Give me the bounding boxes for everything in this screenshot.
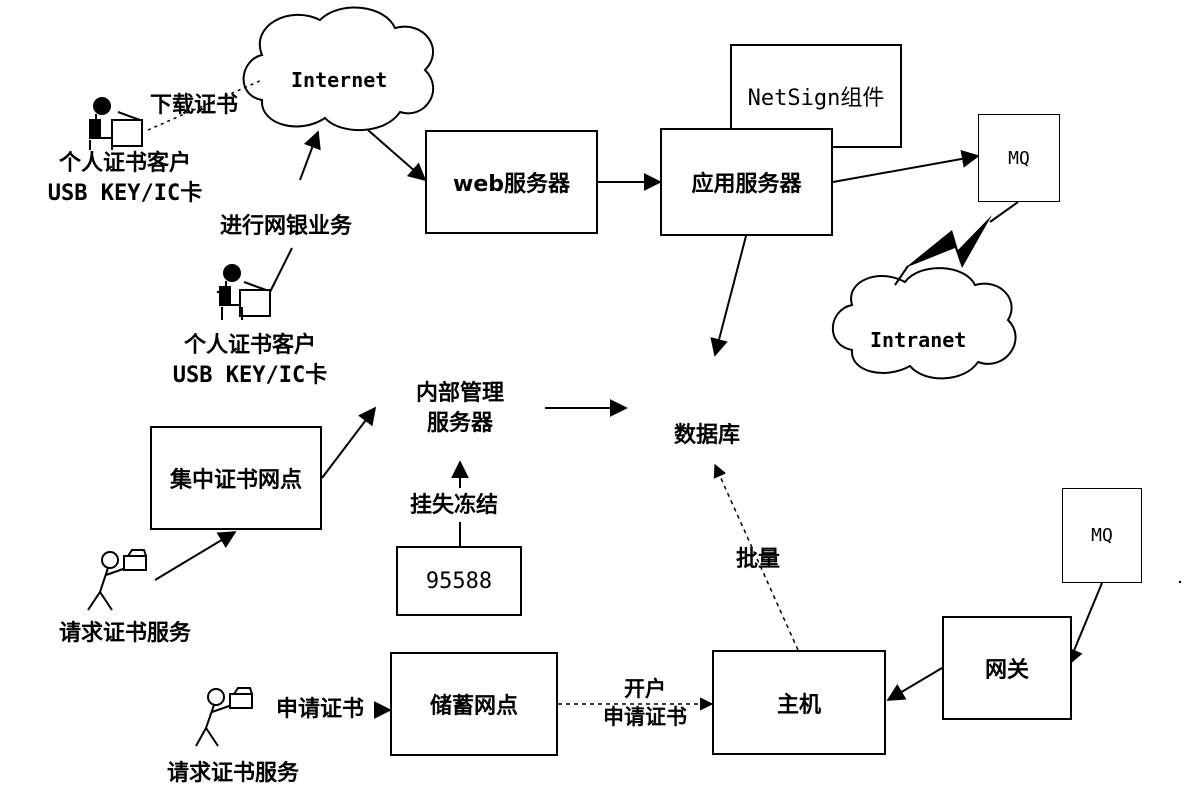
netsign-component-label: NetSign组件: [747, 86, 885, 111]
hotline-box[interactable]: 95588: [396, 546, 522, 616]
mq-top-box[interactable]: MQ: [978, 114, 1060, 202]
mq-bottom-label: MQ: [1091, 525, 1113, 546]
internal-server-line1: 内部管理: [415, 381, 504, 406]
client-top-media: USB KEY/IC卡: [47, 181, 203, 206]
online-banking-label: 进行网银业务: [220, 214, 353, 239]
mq-top-label: MQ: [1008, 147, 1030, 169]
internet-cloud: [242, 6, 435, 131]
central-branch-box[interactable]: 集中证书网点: [150, 426, 322, 530]
savings-branch-label: 储蓄网点: [429, 694, 518, 719]
batch-label: 批量: [736, 547, 781, 572]
host-label: 主机: [776, 692, 821, 718]
mq-bottom-box[interactable]: MQ: [1062, 488, 1142, 583]
request-service-bottom-label: 请求证书服务: [166, 761, 299, 786]
app-server-box[interactable]: 应用服务器: [660, 128, 833, 236]
apply-cert-label: 申请证书: [276, 697, 365, 722]
database-label: 数据库: [674, 423, 741, 448]
hotline-label: 95588: [425, 568, 493, 594]
savings-branch-box[interactable]: 储蓄网点: [390, 652, 558, 756]
person-request-icon-mid: [87, 549, 147, 611]
person-request-icon-bottom: [195, 687, 253, 747]
open-account-line1: 开户: [624, 677, 666, 701]
client-computer-icon-top: [89, 97, 143, 150]
client-top-name: 个人证书客户: [58, 151, 191, 176]
request-service-mid-label: 请求证书服务: [58, 621, 191, 646]
report-loss-label: 挂失冻结: [410, 493, 499, 518]
open-account-line2: 申请证书: [603, 705, 687, 729]
web-server-box[interactable]: web服务器: [425, 130, 598, 234]
download-cert-label: 下载证书: [150, 93, 239, 118]
host-box[interactable]: 主机: [712, 650, 886, 755]
client-computer-icon-mid: [219, 264, 271, 320]
intranet-label: Intranet: [870, 328, 967, 352]
central-branch-label: 集中证书网点: [169, 468, 302, 493]
gateway-label: 网关: [984, 658, 1029, 683]
gateway-box[interactable]: 网关: [942, 616, 1072, 720]
internet-label: Internet: [291, 68, 388, 92]
web-server-label: web服务器: [453, 172, 570, 197]
lightning-bolt: [905, 215, 992, 268]
client-mid-media: USB KEY/IC卡: [172, 363, 328, 388]
client-mid-name: 个人证书客户: [183, 333, 316, 358]
app-server-label: 应用服务器: [691, 172, 802, 197]
intranet-cloud: [831, 267, 1017, 380]
internal-server-line2: 服务器: [426, 411, 493, 436]
